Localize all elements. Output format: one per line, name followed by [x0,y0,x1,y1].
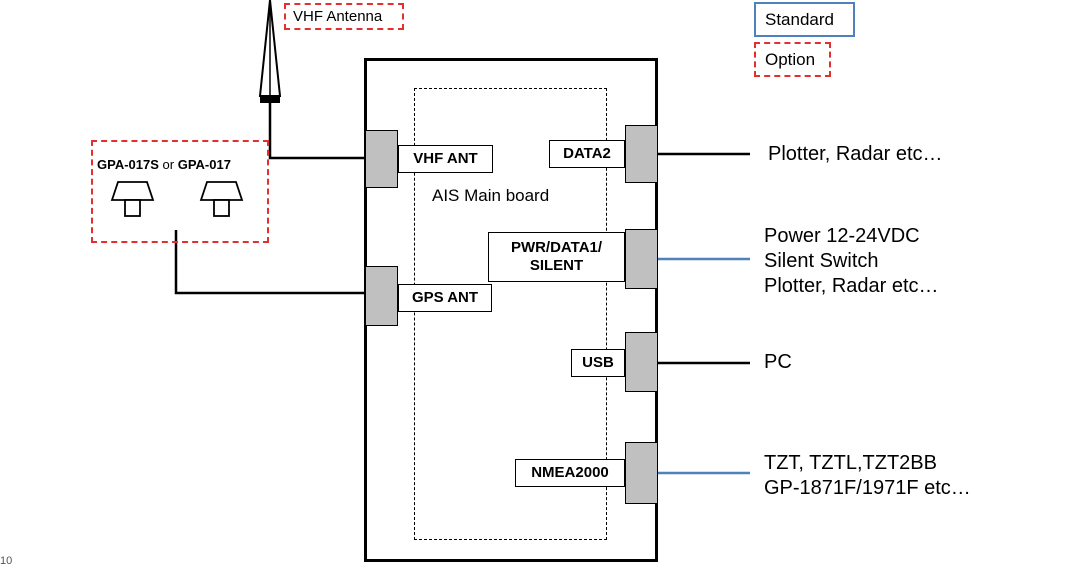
usb-label: USB [571,349,625,377]
gps-ant-label: GPS ANT [398,284,492,312]
gps-ant-port [365,266,398,326]
pwr-label-line1: PWR/DATA1/ [510,239,603,256]
gps-antenna-a-icon [110,181,155,217]
pwr-device-line1: Power 12-24VDC [764,225,920,247]
gps-cable [174,230,366,295]
pwr-device-line2: Silent Switch [764,250,879,272]
data2-port [625,125,658,183]
vhf-antenna-label-text: VHF Antenna [293,8,383,25]
vhf-antenna-icon [258,0,282,103]
gps-model-label: GPA-017S or GPA-017 [97,157,231,172]
data2-label: DATA2 [549,140,625,168]
data2-device-line: Plotter, Radar etc… [768,143,943,165]
vhf-cable [268,103,366,160]
pwr-data1-silent-port [625,229,658,289]
legend-option: Option [754,42,831,77]
usb-device-line: PC [764,351,792,373]
page-number: 10 [0,555,13,567]
vhf-ant-label: VHF ANT [398,145,493,173]
pwr-device-label: Power 12-24VDC Silent Switch Plotter, Ra… [764,224,939,299]
gps-model-b: GPA-017 [177,157,231,172]
data2-device-label: Plotter, Radar etc… [768,142,943,167]
nmea2000-device-line1: TZT, TZTL,TZT2BB [764,452,937,474]
vhf-ant-port [365,130,398,188]
legend-option-label: Option [765,50,816,69]
nmea2000-label: NMEA2000 [515,459,625,487]
vhf-antenna-label: VHF Antenna [284,3,404,30]
gps-or-text: or [162,157,175,172]
board-label: AIS Main board [432,186,550,205]
pwr-data1-silent-label: PWR/DATA1/ SILENT [488,232,625,282]
nmea2000-device-line2: GP-1871F/1971F etc… [764,477,971,499]
pwr-label-line2: SILENT [529,257,584,274]
gps-option-group [91,140,269,243]
nmea2000-port [625,442,658,504]
nmea2000-device-label: TZT, TZTL,TZT2BB GP-1871F/1971F etc… [764,451,971,501]
gps-antenna-b-icon [199,181,244,217]
legend-standard-label: Standard [765,10,834,29]
pwr-device-line3: Plotter, Radar etc… [764,275,939,297]
legend-standard: Standard [754,2,855,37]
usb-device-label: PC [764,350,792,375]
ais-main-board [414,88,607,540]
gps-model-a: GPA-017S [97,157,159,172]
usb-port [625,332,658,392]
